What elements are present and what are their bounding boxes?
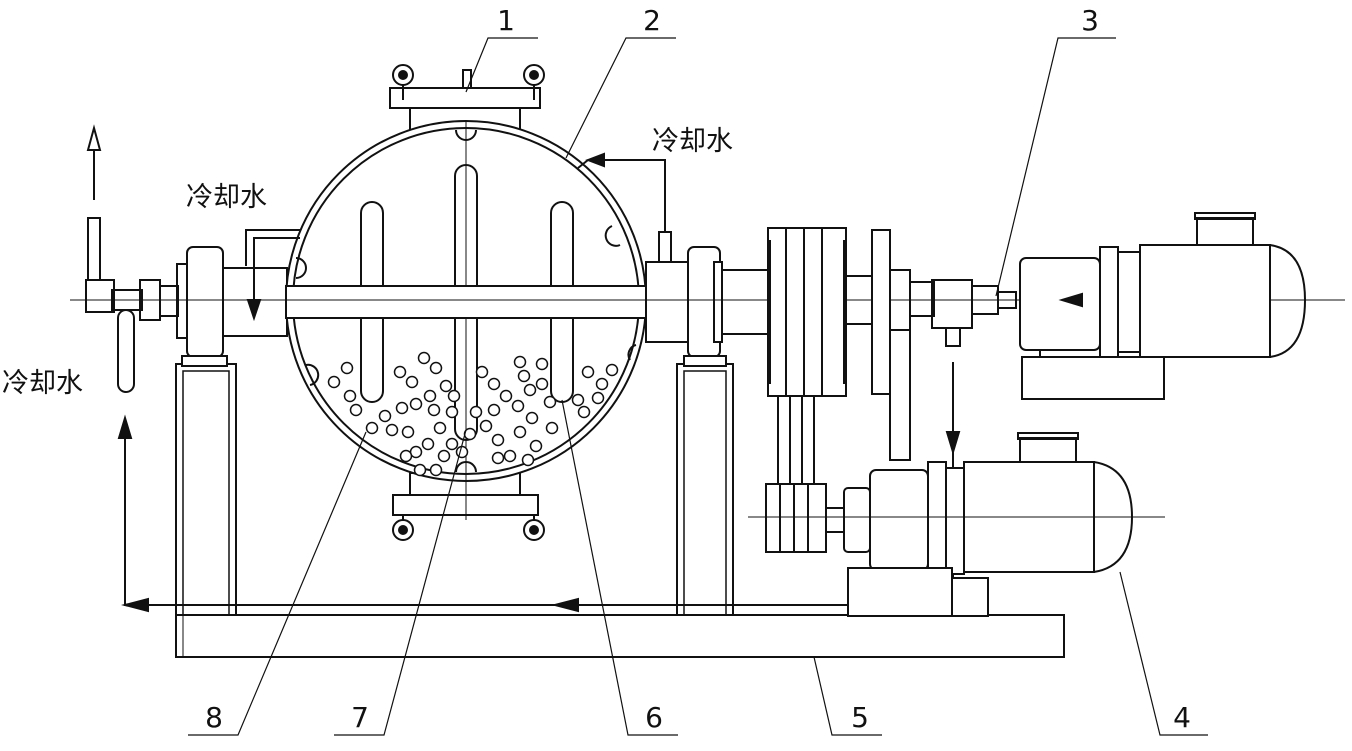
grinding-ball — [571, 393, 585, 407]
stirring-rods — [70, 122, 1345, 520]
grinding-ball — [401, 425, 415, 439]
upper-coupling — [931, 279, 1017, 347]
grinding-ball — [513, 355, 527, 369]
grinding-ball — [511, 399, 525, 413]
grinding-ball — [543, 395, 557, 409]
bottom-discharge-lid — [392, 472, 545, 541]
lower-motor — [748, 432, 1165, 617]
label-cooling-water-top-left: 冷却水 — [186, 182, 267, 213]
label-cooling-water-left: 冷却水 — [2, 368, 83, 399]
right-bearing — [683, 246, 727, 367]
grinding-ball — [491, 451, 505, 465]
grinding-ball — [513, 425, 527, 439]
grinding-ball — [455, 445, 469, 459]
cooling-water-labels: 冷却水 冷却水 冷却水 — [2, 126, 733, 399]
grinding-ball — [423, 389, 437, 403]
left-support-column — [175, 363, 237, 616]
left-rotary-joint — [85, 217, 179, 393]
grinding-ball — [405, 375, 419, 389]
upper-motor — [1019, 212, 1307, 400]
grinding-ball — [409, 397, 423, 411]
grinding-ball — [535, 377, 549, 391]
grinding-ball — [545, 421, 559, 435]
belt-pulley-large — [767, 227, 847, 397]
grinding-ball — [517, 369, 531, 383]
grinding-ball — [469, 405, 483, 419]
grinding-ball — [445, 437, 459, 451]
grinding-ball — [327, 375, 341, 389]
base-frame — [175, 614, 1065, 658]
callout-4: 4 — [1173, 701, 1191, 734]
grinding-ball — [591, 391, 605, 405]
grinding-ball — [429, 361, 443, 375]
grinding-ball — [605, 363, 619, 377]
callout-8: 8 — [205, 701, 223, 734]
callout-6: 6 — [645, 701, 663, 734]
grinding-ball — [525, 411, 539, 425]
callout-1: 1 — [497, 4, 515, 37]
grinding-ball — [343, 389, 357, 403]
grinding-ball — [503, 449, 517, 463]
grinding-ball — [395, 401, 409, 415]
grinding-ball — [433, 421, 447, 435]
grinding-ball — [385, 423, 399, 437]
callout-leaders — [188, 37, 1208, 736]
callout-5: 5 — [851, 701, 869, 734]
grinding-ball — [393, 365, 407, 379]
grinding-ball — [523, 383, 537, 397]
grinding-balls — [327, 351, 619, 477]
grinding-ball — [421, 437, 435, 451]
grinding-ball — [427, 403, 441, 417]
grinding-ball — [581, 365, 595, 379]
grinding-ball — [595, 377, 609, 391]
callout-3: 3 — [1081, 4, 1099, 37]
grinding-ball — [535, 357, 549, 371]
grinding-ball — [445, 405, 459, 419]
grinding-ball — [340, 361, 354, 375]
grinding-ball — [529, 439, 543, 453]
grinding-ball — [487, 377, 501, 391]
grinding-ball — [491, 433, 505, 447]
grinding-ball — [378, 409, 392, 423]
left-cooling-pipe — [245, 229, 300, 322]
grinding-ball — [437, 449, 451, 463]
grinding-ball — [429, 463, 443, 477]
belt-pulley-small — [765, 483, 827, 553]
callout-7: 7 — [351, 701, 369, 734]
grinding-ball — [499, 389, 513, 403]
belt — [777, 396, 815, 484]
grinding-ball — [413, 463, 427, 477]
grinding-ball — [577, 405, 591, 419]
callout-numbers: 1 2 3 4 5 6 7 8 — [205, 4, 1191, 734]
grinding-ball — [475, 365, 489, 379]
right-support-column — [676, 363, 734, 616]
grinding-ball — [417, 351, 431, 365]
left-bearing — [176, 246, 228, 367]
grinding-ball — [479, 419, 493, 433]
label-cooling-water-right: 冷却水 — [652, 126, 733, 157]
grinding-ball — [365, 421, 379, 435]
callout-2: 2 — [643, 4, 661, 37]
grinding-ball — [349, 403, 363, 417]
grinding-ball — [487, 403, 501, 417]
outlet-arrow — [86, 124, 102, 200]
gear-disc — [845, 229, 935, 461]
grinding-ball — [521, 453, 535, 467]
grinding-ball — [439, 379, 453, 393]
grinding-ball — [447, 389, 461, 403]
grinding-ball — [399, 449, 413, 463]
drum-water-inlet — [577, 152, 672, 263]
